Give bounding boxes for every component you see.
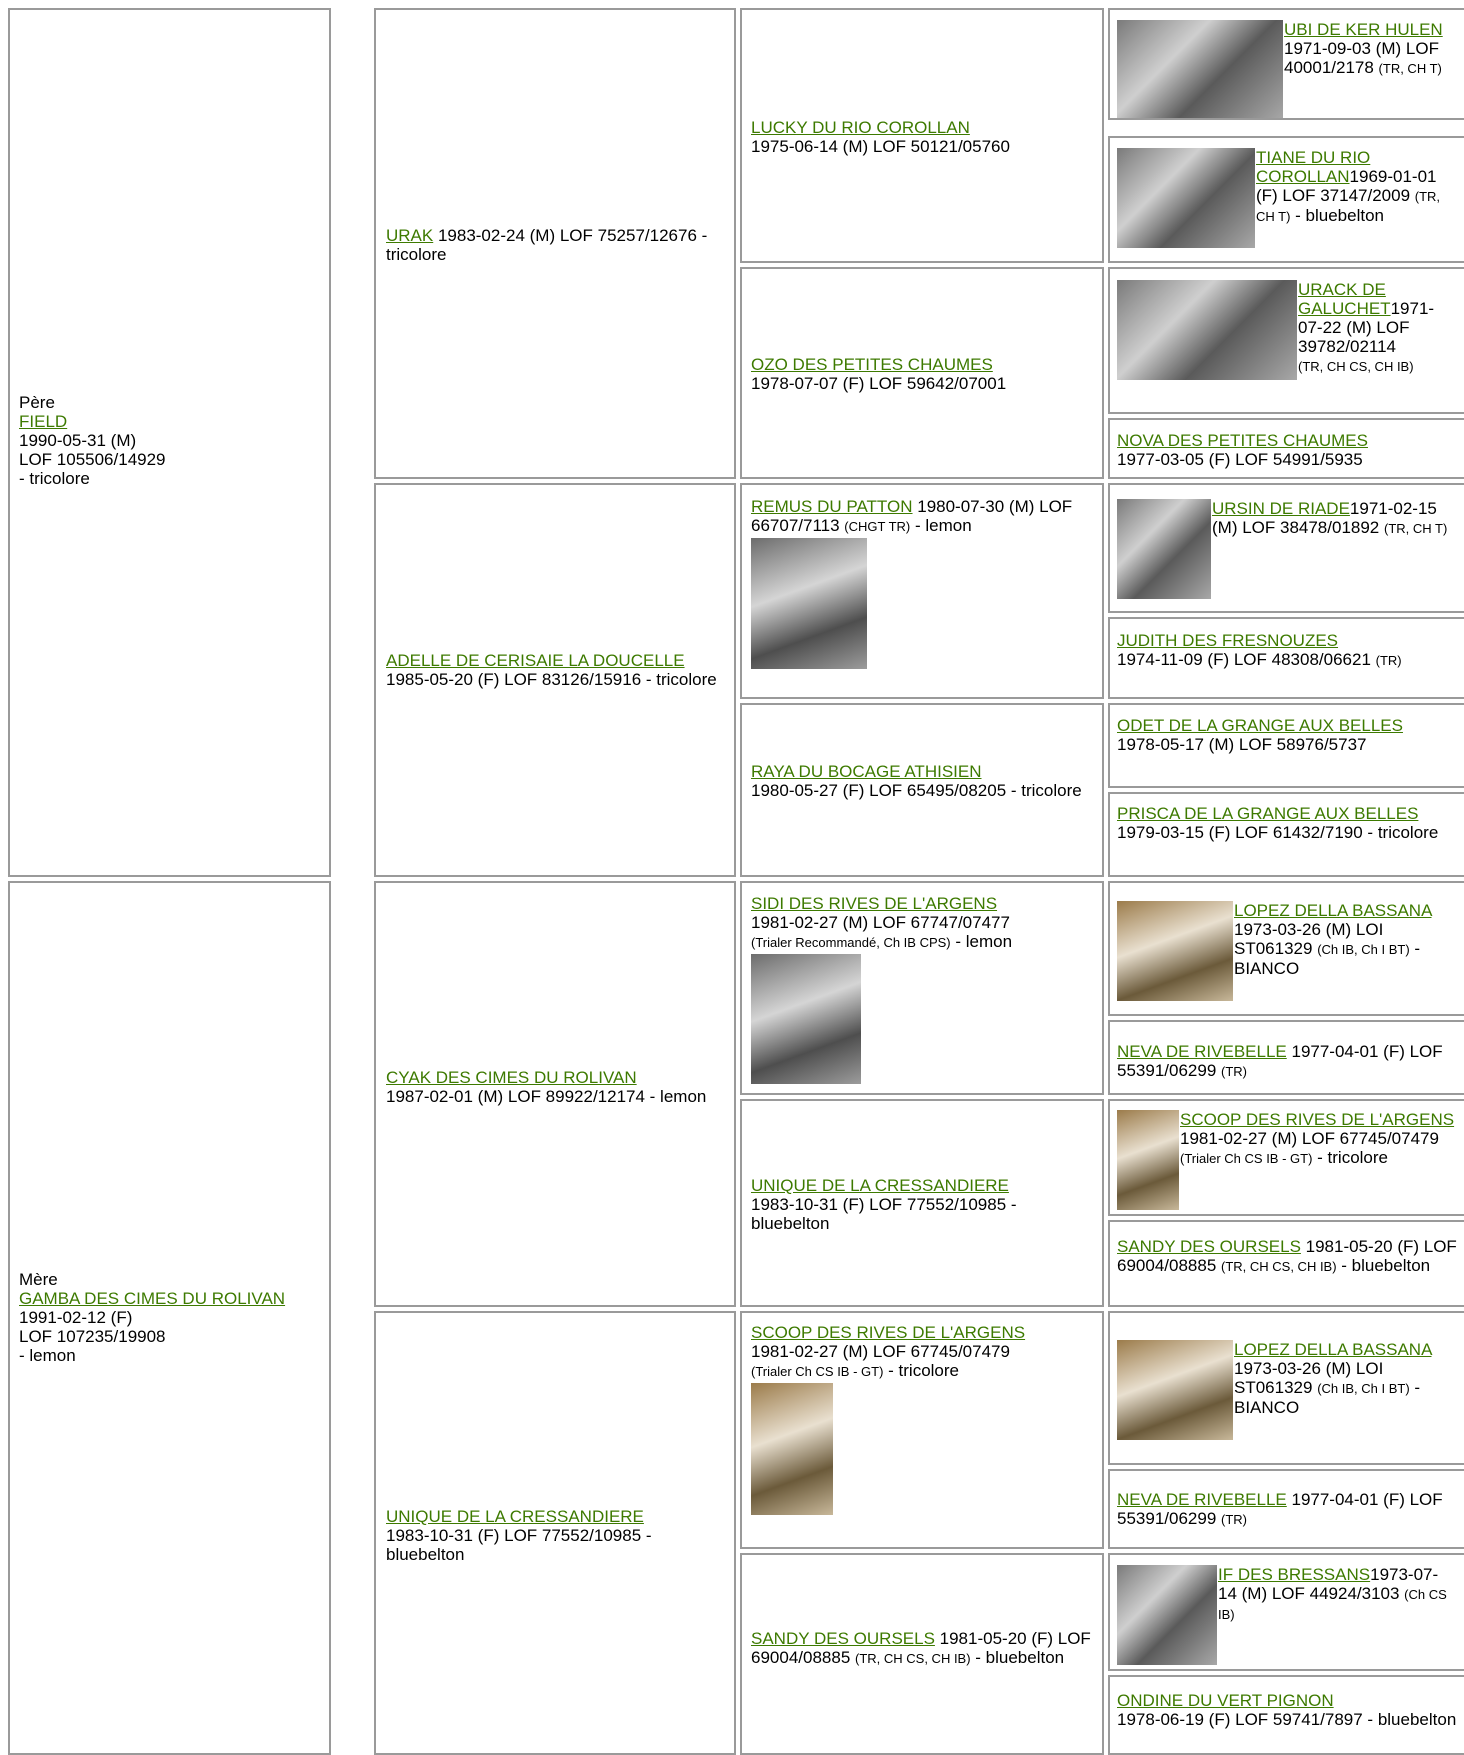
dam-mother-cell: UNIQUE DE LA CRESSANDIERE 1983-10-31 (F)…: [374, 1311, 736, 1755]
dam-father-link[interactable]: CYAK DES CIMES DU ROLIVAN: [386, 1068, 637, 1087]
sire-label: Père: [19, 393, 55, 412]
gen4-cell-2: TIANE DU RIO COROLLAN1969-01-01 (F) LOF …: [1108, 136, 1464, 263]
gen4-12-link[interactable]: SANDY DES OURSELS: [1117, 1237, 1301, 1256]
gen4-15-link[interactable]: IF DES BRESSANS: [1218, 1565, 1371, 1584]
gen4-6-link[interactable]: JUDITH DES FRESNOUZES: [1117, 631, 1339, 650]
dam-info: Mère GAMBA DES CIMES DU ROLIVAN 1991-02-…: [19, 1270, 319, 1365]
sire-mother-info: ADELLE DE CERISAIE LA DOUCELLE 1985-05-2…: [386, 651, 717, 689]
sire-mother-cell: ADELLE DE CERISAIE LA DOUCELLE 1985-05-2…: [374, 483, 736, 877]
sire-mother-link[interactable]: ADELLE DE CERISAIE LA DOUCELLE: [386, 651, 685, 670]
dog-photo: [1117, 901, 1233, 1001]
dam-name-link[interactable]: GAMBA DES CIMES DU ROLIVAN: [19, 1289, 286, 1308]
gen4-cell-7: ODET DE LA GRANGE AUX BELLES 1978-05-17 …: [1108, 703, 1464, 788]
gen4-cell-13: LOPEZ DELLA BASSANA 1973-03-26 (M) LOI S…: [1108, 1311, 1464, 1465]
gen4-9-link[interactable]: LOPEZ DELLA BASSANA: [1234, 901, 1432, 920]
dog-photo: [751, 954, 861, 1084]
dog-photo: [1117, 148, 1255, 248]
gen4-7-link[interactable]: ODET DE LA GRANGE AUX BELLES: [1117, 716, 1403, 735]
gen4-cell-1: UBI DE KER HULEN 1971-09-03 (M) LOF 4000…: [1108, 8, 1464, 120]
dam-mother-link[interactable]: UNIQUE DE LA CRESSANDIERE: [386, 1507, 644, 1526]
gen4-2-link[interactable]: TIANE DU RIO COROLLAN: [1256, 148, 1371, 186]
dog-photo: [1117, 1565, 1217, 1665]
gen4-16-link[interactable]: ONDINE DU VERT PIGNON: [1117, 1691, 1334, 1710]
dam-color: - lemon: [19, 1346, 76, 1365]
gen4-3-link[interactable]: URACK DE GALUCHET: [1298, 280, 1391, 318]
dam-date: 1991-02-12 (F): [19, 1308, 133, 1327]
sire-father-info: URAK 1983-02-24 (M) LOF 75257/12676 - tr…: [386, 226, 708, 264]
gen3-cell-1: LUCKY DU RIO COROLLAN 1975-06-14 (M) LOF…: [740, 8, 1104, 263]
gen3-cell-4: RAYA DU BOCAGE ATHISIEN 1980-05-27 (F) L…: [740, 703, 1104, 877]
sire-name-link[interactable]: FIELD: [19, 412, 68, 431]
gen4-1-link[interactable]: UBI DE KER HULEN: [1284, 20, 1443, 39]
dam-label: Mère: [19, 1270, 58, 1289]
gen3-cell-7: SCOOP DES RIVES DE L'ARGENS 1981-02-27 (…: [740, 1311, 1104, 1549]
gen3-cell-3: REMUS DU PATTON 1980-07-30 (M) LOF 66707…: [740, 483, 1104, 699]
gen3-7-link[interactable]: SCOOP DES RIVES DE L'ARGENS: [751, 1323, 1026, 1342]
gen3-cell-5: SIDI DES RIVES DE L'ARGENS 1981-02-27 (M…: [740, 881, 1104, 1095]
gen4-cell-11: SCOOP DES RIVES DE L'ARGENS 1981-02-27 (…: [1108, 1099, 1464, 1216]
gen4-cell-3: URACK DE GALUCHET1971-07-22 (M) LOF 3978…: [1108, 267, 1464, 414]
gen4-10-link[interactable]: NEVA DE RIVEBELLE: [1117, 1042, 1287, 1061]
sire-color: - tricolore: [19, 469, 90, 488]
gen4-cell-4: NOVA DES PETITES CHAUMES 1977-03-05 (F) …: [1108, 418, 1464, 479]
gen4-cell-14: NEVA DE RIVEBELLE 1977-04-01 (F) LOF 553…: [1108, 1469, 1464, 1549]
gen3-5-link[interactable]: SIDI DES RIVES DE L'ARGENS: [751, 894, 998, 913]
gen3-cell-8: SANDY DES OURSELS 1981-05-20 (F) LOF 690…: [740, 1553, 1104, 1755]
sire-registration: LOF 105506/14929: [19, 450, 166, 469]
gen4-cell-10: NEVA DE RIVEBELLE 1977-04-01 (F) LOF 553…: [1108, 1020, 1464, 1095]
dog-photo: [1117, 1110, 1179, 1210]
gen3-2-link[interactable]: OZO DES PETITES CHAUMES: [751, 355, 993, 374]
gen4-13-link[interactable]: LOPEZ DELLA BASSANA: [1234, 1340, 1432, 1359]
sire-info: Père FIELD 1990-05-31 (M) LOF 105506/149…: [19, 393, 319, 488]
gen4-cell-8: PRISCA DE LA GRANGE AUX BELLES 1979-03-1…: [1108, 792, 1464, 877]
dam-father-cell: CYAK DES CIMES DU ROLIVAN 1987-02-01 (M)…: [374, 881, 736, 1307]
dog-photo: [751, 1383, 833, 1515]
dog-photo: [1117, 499, 1211, 599]
gen4-cell-15: IF DES BRESSANS1973-07-14 (M) LOF 44924/…: [1108, 1553, 1464, 1671]
gen4-cell-5: URSIN DE RIADE1971-02-15 (M) LOF 38478/0…: [1108, 483, 1464, 613]
gen4-cell-9: LOPEZ DELLA BASSANA 1973-03-26 (M) LOI S…: [1108, 881, 1464, 1016]
sire-cell: Père FIELD 1990-05-31 (M) LOF 105506/149…: [8, 8, 331, 877]
gen3-3-link[interactable]: REMUS DU PATTON: [751, 497, 913, 516]
gen4-cell-6: JUDITH DES FRESNOUZES 1974-11-09 (F) LOF…: [1108, 617, 1464, 699]
gen4-8-link[interactable]: PRISCA DE LA GRANGE AUX BELLES: [1117, 804, 1419, 823]
gen4-11-link[interactable]: SCOOP DES RIVES DE L'ARGENS: [1180, 1110, 1455, 1129]
dam-mother-info: UNIQUE DE LA CRESSANDIERE 1983-10-31 (F)…: [386, 1507, 652, 1564]
dog-photo: [1117, 280, 1297, 380]
dog-photo: [751, 538, 867, 669]
gen4-cell-16: ONDINE DU VERT PIGNON 1978-06-19 (F) LOF…: [1108, 1675, 1464, 1755]
sire-father-cell: URAK 1983-02-24 (M) LOF 75257/12676 - tr…: [374, 8, 736, 479]
gen3-cell-2: OZO DES PETITES CHAUMES 1978-07-07 (F) L…: [740, 267, 1104, 479]
sire-date: 1990-05-31 (M): [19, 431, 137, 450]
gen3-6-link[interactable]: UNIQUE DE LA CRESSANDIERE: [751, 1176, 1009, 1195]
dog-photo: [1117, 1340, 1233, 1440]
gen3-1-link[interactable]: LUCKY DU RIO COROLLAN: [751, 118, 970, 137]
gen4-cell-12: SANDY DES OURSELS 1981-05-20 (F) LOF 690…: [1108, 1220, 1464, 1307]
dam-cell: Mère GAMBA DES CIMES DU ROLIVAN 1991-02-…: [8, 881, 331, 1755]
gen4-14-link[interactable]: NEVA DE RIVEBELLE: [1117, 1490, 1287, 1509]
gen3-cell-6: UNIQUE DE LA CRESSANDIERE 1983-10-31 (F)…: [740, 1099, 1104, 1307]
gen4-4-link[interactable]: NOVA DES PETITES CHAUMES: [1117, 431, 1368, 450]
gen3-8-link[interactable]: SANDY DES OURSELS: [751, 1629, 935, 1648]
sire-father-link[interactable]: URAK: [386, 226, 434, 245]
dog-photo: [1117, 20, 1283, 118]
dam-father-info: CYAK DES CIMES DU ROLIVAN 1987-02-01 (M)…: [386, 1068, 707, 1106]
gen4-5-link[interactable]: URSIN DE RIADE: [1212, 499, 1350, 518]
gen3-4-link[interactable]: RAYA DU BOCAGE ATHISIEN: [751, 762, 982, 781]
dam-registration: LOF 107235/19908: [19, 1327, 166, 1346]
